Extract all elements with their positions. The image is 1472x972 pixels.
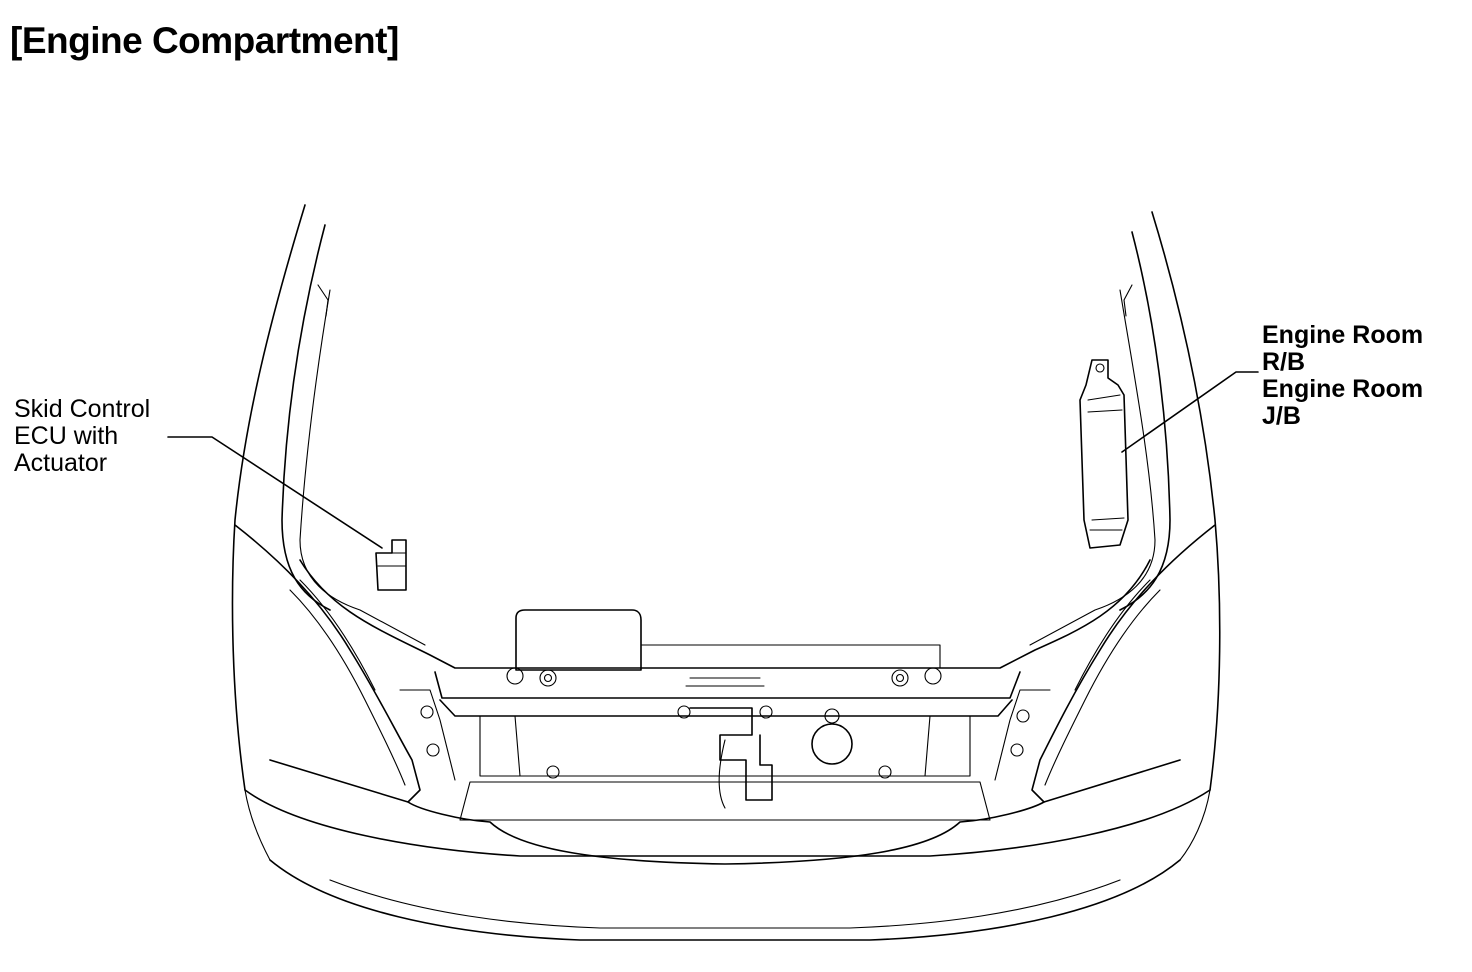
hood-left-inner-edge <box>281 224 331 611</box>
page-title: [Engine Compartment] <box>10 20 399 61</box>
right-headlight <box>1031 524 1216 803</box>
left-fender-inner-line <box>299 289 426 646</box>
hood-left-outer-edge <box>231 204 306 791</box>
label-skid-control-ecu: Skid Control ECU with Actuator <box>14 395 151 477</box>
battery-box <box>515 609 642 671</box>
skid-control-ecu-component <box>375 539 407 591</box>
front-bumper-lower <box>269 859 1181 941</box>
radiator-core <box>479 715 971 777</box>
label-engine-room-rb-jb: Engine Room R/B Engine Room J/B <box>1262 321 1424 430</box>
left-fender-detail <box>317 284 329 317</box>
hood-right-inner-edge <box>1119 231 1171 611</box>
right-fender-detail <box>1123 284 1133 317</box>
leader-line-skid-control <box>167 436 383 549</box>
radiator-support-top <box>434 671 1021 699</box>
engine-room-rb-jb-component <box>1079 359 1129 549</box>
front-bumper-upper <box>244 789 1211 857</box>
engine-bay-opening <box>299 559 1151 669</box>
hood-right-outer-edge <box>1151 211 1221 791</box>
hood-latch <box>689 707 773 801</box>
leader-line-engine-room <box>1121 371 1259 453</box>
front-bumper-lip <box>407 801 1045 865</box>
left-headlight <box>234 524 421 803</box>
horn <box>811 723 853 765</box>
